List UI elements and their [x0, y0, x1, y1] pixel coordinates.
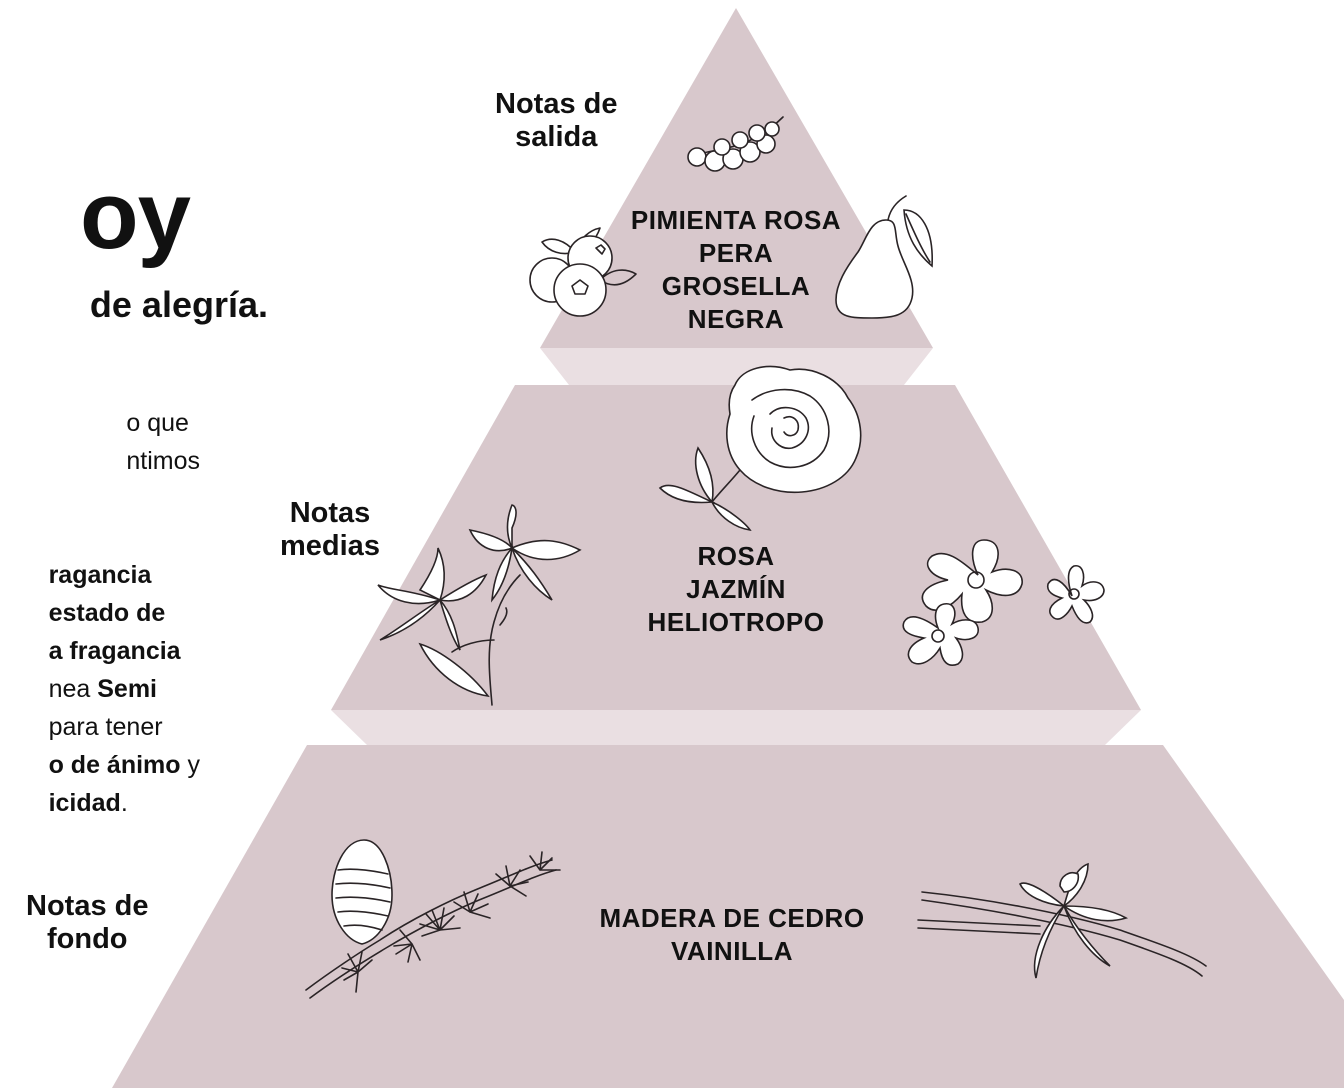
tier-label-top: Notas de salida: [495, 88, 618, 153]
intro-line: ntimos: [126, 447, 200, 475]
blueberries-icon: [529, 227, 637, 317]
currant-icon: [687, 116, 784, 172]
description-run: icidad: [48, 789, 121, 817]
description-run: y: [180, 751, 200, 779]
page-title: oy: [79, 162, 191, 269]
description-run: .: [120, 789, 128, 817]
pyramid-connector-middle: [331, 710, 1141, 745]
page-subtitle: de alegría.: [89, 284, 268, 325]
pyramid-top-tier: [540, 8, 933, 348]
description-run: ragancia: [48, 561, 152, 589]
description-line: nea Semi: [49, 670, 200, 708]
rose-icon: [658, 365, 862, 532]
vanilla-icon: [917, 862, 1207, 979]
jasmine-icon: [377, 504, 582, 706]
pear-icon: [835, 195, 933, 319]
tier-label-bottom: Notas de fondo: [26, 890, 149, 955]
description-run: a fragancia: [48, 637, 181, 665]
description-run: o de ánimo: [48, 751, 181, 779]
tier-label-middle: Notas medias: [280, 497, 380, 562]
description-run: estado de: [48, 599, 166, 627]
cedar-branch-icon: [305, 839, 561, 999]
pyramid-bottom-tier: [112, 745, 1344, 1088]
description-line: para tener: [49, 708, 200, 746]
description-line: a fragancia: [49, 632, 200, 670]
description-paragraph: ragancia estado de a fragancia nea Semi para…: [49, 556, 200, 822]
description-line: o de ánimo y: [49, 746, 200, 784]
intro-line: o que: [126, 409, 189, 437]
description-line: icidad.: [49, 784, 200, 822]
heliotrope-icon: [902, 539, 1105, 666]
description-line: estado de: [49, 594, 200, 632]
description-line: ragancia: [49, 556, 200, 594]
notes-middle: ROSA JAZMÍN HELIOTROPO: [647, 541, 825, 637]
description-run: nea: [48, 675, 98, 703]
description-run: Semi: [97, 675, 158, 703]
notes-top: PIMIENTA ROSA PERA GROSELLA NEGRA: [630, 205, 842, 334]
pyramid-connector-top: [540, 348, 933, 385]
intro-paragraph: o que ntimos: [126, 404, 200, 480]
notes-bottom: MADERA DE CEDRO VAINILLA: [599, 903, 865, 966]
description-run: para tener: [48, 713, 163, 741]
